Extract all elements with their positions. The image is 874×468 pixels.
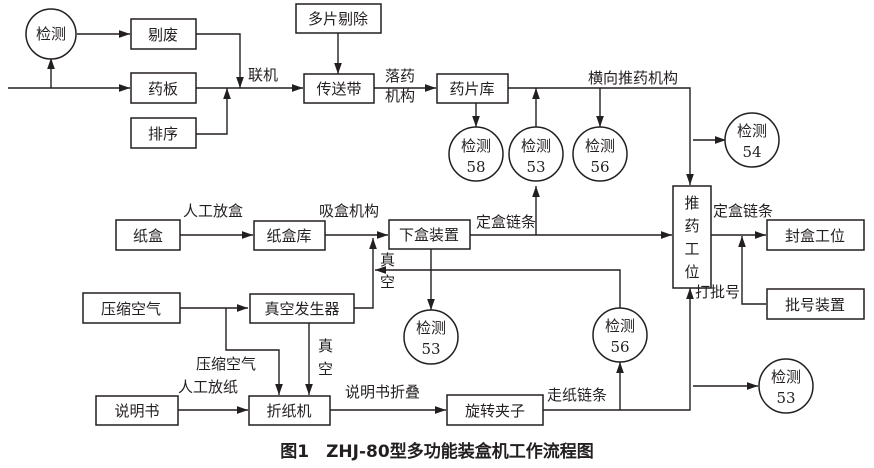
- box-carton: 纸盒: [115, 219, 181, 251]
- arrow-air-folder: [225, 308, 283, 395]
- box-batch-device: 批号装置: [766, 288, 865, 320]
- detect-number: 56: [590, 158, 609, 176]
- detect-label: 检测: [36, 25, 66, 43]
- box-conveyor: 传送带: [303, 73, 375, 104]
- box-sort: 排序: [130, 117, 197, 149]
- label-vacuum-2a: 真: [318, 337, 333, 355]
- arrow-vacuum-return: [375, 266, 621, 320]
- box-folder: 折纸机: [248, 395, 331, 426]
- box-leaflet: 说明书: [95, 395, 179, 426]
- push-char: 工: [684, 240, 699, 258]
- box-carton-label: 纸盒: [133, 227, 163, 245]
- box-seal-station-label: 封盒工位: [785, 227, 845, 245]
- detect-number: 53: [421, 340, 440, 358]
- label-paper-chain: 走纸链条: [547, 386, 607, 404]
- detect-circle-58: 检测 58: [448, 126, 504, 182]
- box-blister-label: 药板: [148, 80, 178, 98]
- detect-label: 检测: [416, 319, 446, 337]
- label-drop2: 机构: [385, 87, 415, 105]
- box-batch-device-label: 批号装置: [785, 296, 845, 314]
- arrow-vacgen-suction: [354, 238, 377, 309]
- detect-circle-53a: 检测 53: [508, 126, 564, 182]
- box-sort-label: 排序: [148, 125, 178, 143]
- detect-circle-54: 检测 54: [724, 112, 780, 168]
- box-reject-label: 剔废: [148, 26, 178, 44]
- box-folder-label: 折纸机: [266, 402, 311, 420]
- box-rotary-clamp-label: 旋转夹子: [465, 402, 525, 420]
- box-lowering-label: 下盒装置: [399, 226, 459, 244]
- detect-label: 检测: [521, 137, 551, 155]
- label-suction: 吸盒机构: [319, 202, 379, 220]
- detect-number: 56: [610, 338, 629, 356]
- box-tablet-store: 药片库: [436, 73, 509, 104]
- box-blister: 药板: [130, 72, 197, 104]
- detect-circle-56a: 检测 56: [572, 126, 628, 182]
- box-compressed-air-label: 压缩空气: [101, 300, 161, 318]
- connectors: [8, 30, 766, 414]
- arrow-reject-join: [196, 33, 244, 88]
- arrow-sort-join: [196, 88, 231, 135]
- detect-label: 检测: [771, 368, 801, 386]
- detect-label: 检测: [605, 317, 635, 335]
- label-link: 联机: [248, 66, 278, 84]
- detect-circle-53c: 检测 53: [758, 358, 814, 414]
- arrow-batch-up: [738, 236, 766, 305]
- label-vacuum-2b: 空: [318, 360, 333, 378]
- push-char: 推: [684, 194, 699, 212]
- box-seal-station: 封盒工位: [766, 219, 865, 251]
- detect-number: 58: [466, 158, 485, 176]
- push-char: 位: [684, 263, 699, 281]
- box-tablet-store-label: 药片库: [449, 80, 494, 98]
- box-carton-store-label: 纸盒库: [266, 227, 311, 245]
- detect-number: 53: [526, 158, 545, 176]
- box-leaflet-label: 说明书: [114, 402, 159, 420]
- label-compressed-air: 压缩空气: [196, 355, 256, 373]
- label-manual-box: 人工放盒: [183, 202, 243, 220]
- box-lowering: 下盒装置: [388, 219, 471, 250]
- detect-label: 检测: [737, 122, 767, 140]
- box-reject: 剔废: [130, 18, 197, 50]
- detect-number: 53: [776, 389, 795, 407]
- box-rotary-clamp: 旋转夹子: [446, 394, 544, 426]
- label-leaflet-fold: 说明书折叠: [345, 383, 420, 401]
- push-char: 药: [684, 217, 699, 235]
- box-carton-store: 纸盒库: [253, 220, 326, 251]
- detect-label: 检测: [461, 137, 491, 155]
- label-batch-print: 打批号: [695, 283, 740, 301]
- label-fixed-chain-1: 定盒链条: [476, 213, 536, 231]
- detect-circle-top: 检测: [25, 8, 77, 60]
- box-vacuum-gen: 真空发生器: [249, 293, 355, 324]
- arrow-store-push: [508, 87, 694, 185]
- box-multi-reject-label: 多片剔除: [308, 10, 368, 28]
- box-vacuum-gen-label: 真空发生器: [264, 300, 339, 318]
- detect-circle-56b: 检测 56: [592, 307, 648, 363]
- detect-circle-53b: 检测 53: [403, 309, 459, 365]
- label-lateral-push: 横向推药机构: [588, 69, 678, 87]
- box-push-station: 推 药 工 位: [672, 185, 712, 289]
- label-fixed-chain-2: 定盒链条: [713, 202, 773, 220]
- arrow-clamp-push: [543, 288, 694, 411]
- box-conveyor-label: 传送带: [316, 80, 361, 98]
- label-vacuum-1a: 真: [380, 251, 395, 269]
- figure-caption: 图1 ZHJ-80型多功能装盒机工作流程图: [280, 441, 593, 462]
- label-vacuum-1b: 空: [380, 273, 395, 291]
- detect-number: 54: [742, 143, 761, 161]
- box-compressed-air: 压缩空气: [82, 292, 181, 324]
- detect-label: 检测: [585, 137, 615, 155]
- box-multi-reject: 多片剔除: [295, 3, 382, 34]
- label-manual-paper: 人工放纸: [178, 378, 238, 396]
- label-drop1: 落药: [385, 67, 415, 85]
